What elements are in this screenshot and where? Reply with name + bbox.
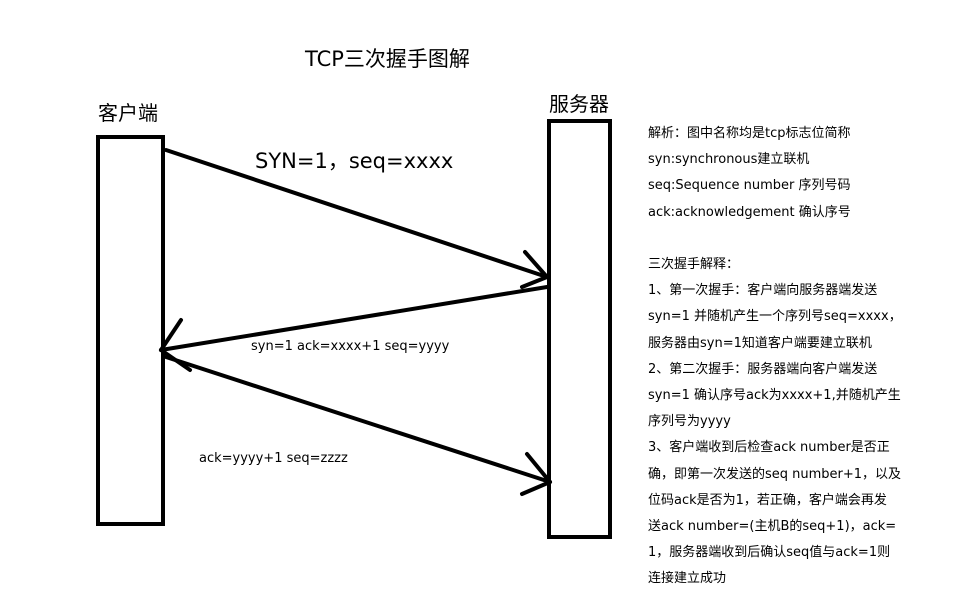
note-explanation-line: 连接建立成功 xyxy=(648,571,727,587)
note-explanation-line: 2、第二次握手：服务器端向客户端发送 xyxy=(648,361,878,377)
server-label: 服务器 xyxy=(549,92,609,116)
syn-ack-message-label: syn=1 ack=xxxx+1 seq=yyyy xyxy=(251,339,450,354)
note-explanation-line: 序列号为yyyy xyxy=(648,414,731,430)
client-label: 客户端 xyxy=(98,101,158,125)
ack-message-label: ack=yyyy+1 seq=zzzz xyxy=(199,451,348,466)
notes-panel: 解析：图中名称均是tcp标志位简称 syn:synchronous建立联机 se… xyxy=(648,121,938,593)
note-explanation-line: 送ack number=(主机B的seq+1)，ack= xyxy=(648,519,897,535)
client-box xyxy=(96,135,165,526)
syn-ack-arrow xyxy=(159,285,549,372)
note-definition: syn:synchronous建立联机 xyxy=(648,152,810,168)
note-definition: 解析：图中名称均是tcp标志位简称 xyxy=(648,126,851,141)
note-spacer xyxy=(648,226,938,252)
note-explanation-line: 确，即第一次发送的seq number+1，以及 xyxy=(648,466,902,482)
note-explanation-line: syn=1 并随机产生一个序列号seq=xxxx， xyxy=(648,309,902,325)
note-explanation-line: 1，服务器端收到后确认seq值与ack=1则 xyxy=(648,545,891,561)
note-explanation-line: 3、客户端收到后检查ack number是否正 xyxy=(648,440,890,456)
note-explanation-line: 服务器由syn=1知道客户端要建立联机 xyxy=(648,335,872,351)
diagram-title: TCP三次握手图解 xyxy=(305,47,470,71)
server-box xyxy=(547,119,612,539)
note-definition: seq:Sequence number 序列号码 xyxy=(648,178,851,194)
ack-arrow xyxy=(164,355,552,496)
syn-message-label: SYN=1，seq=xxxx xyxy=(255,149,454,173)
note-explanation-line: 位码ack是否为1，若正确，客户端会再发 xyxy=(648,492,887,508)
syn-arrow xyxy=(164,148,549,289)
note-explanation-line: syn=1 确认序号ack为xxxx+1,并随机产生 xyxy=(648,388,901,404)
note-explanation-line: 1、第一次握手：客户端向服务器端发送 xyxy=(648,283,878,299)
note-definition: ack:acknowledgement 确认序号 xyxy=(648,204,851,220)
note-explanation-heading: 三次握手解释： xyxy=(648,257,740,272)
